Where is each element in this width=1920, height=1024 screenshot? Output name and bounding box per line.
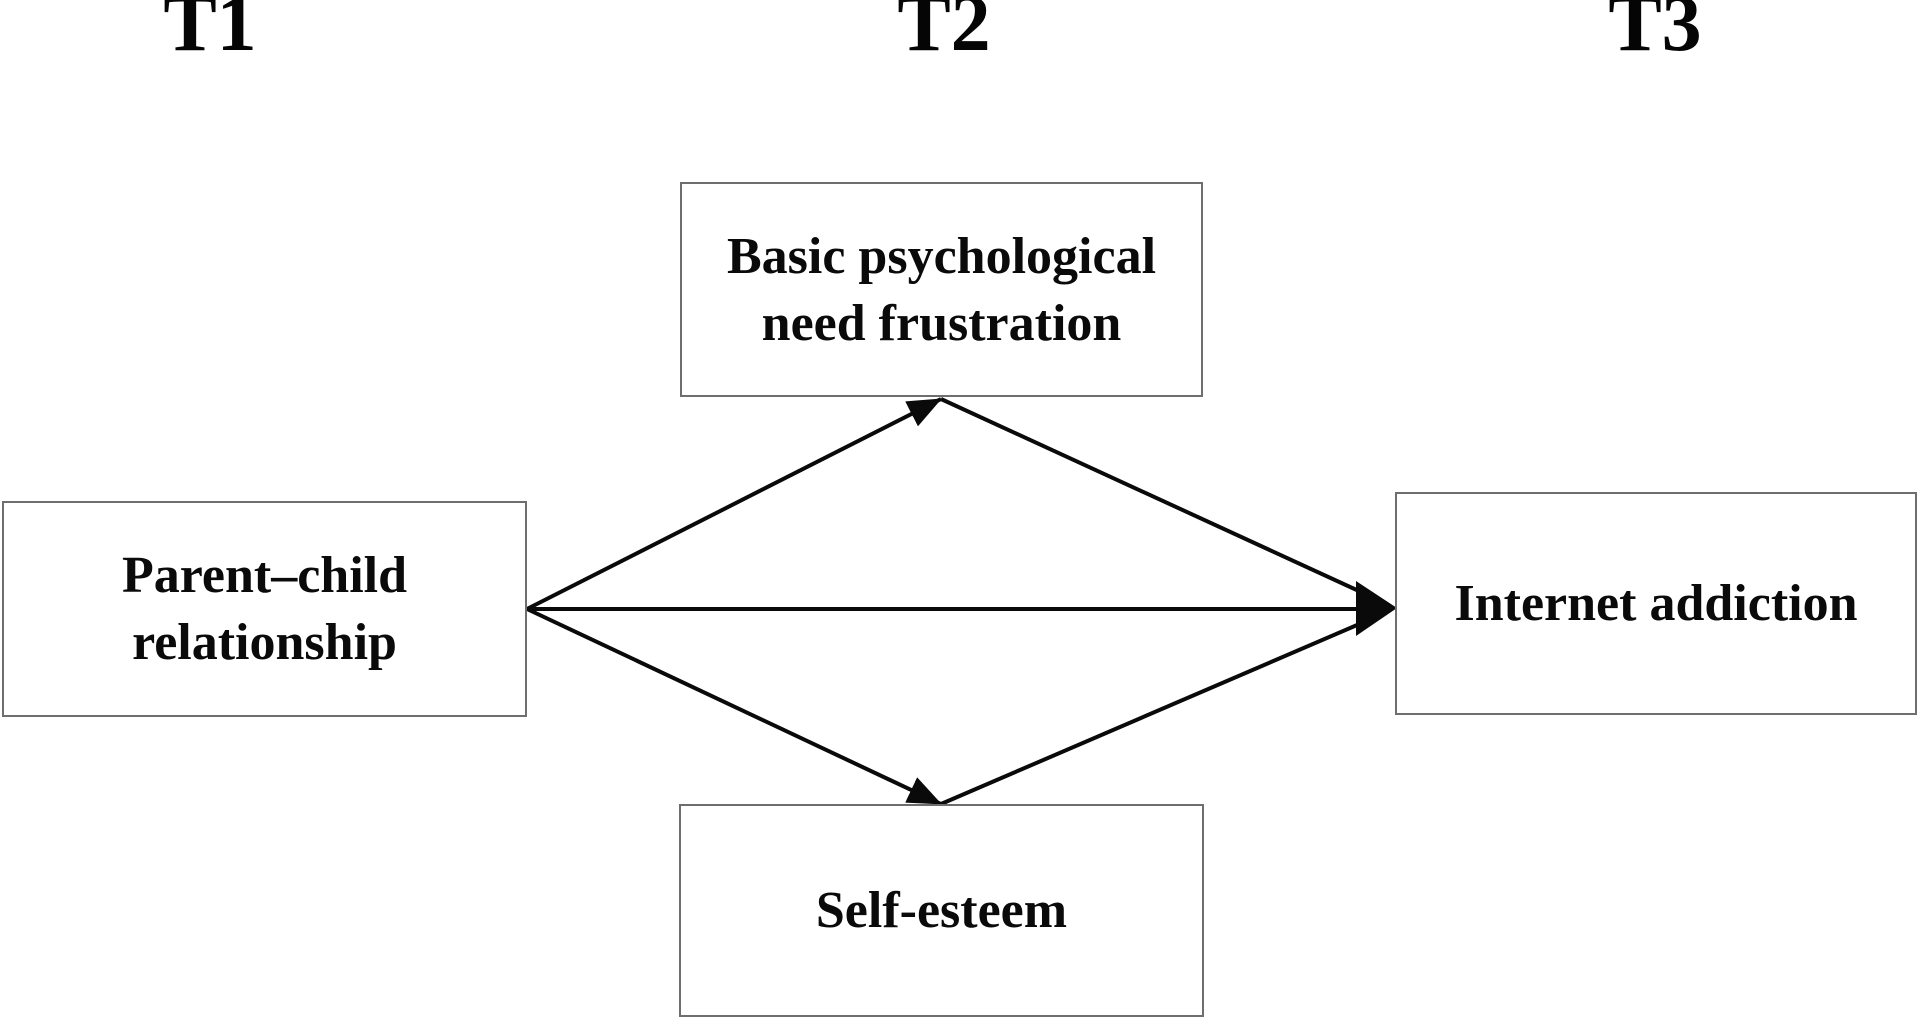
parent-child-relationship-box: Parent–child relationship <box>2 501 527 717</box>
time-label-t3: T3 <box>1608 0 1702 68</box>
node-label-line: Parent–child <box>121 547 408 604</box>
arrow-mediator-top-to-outcome <box>940 397 1386 605</box>
basic-psychological-need-frustration-box: Basic psychological need frustration <box>680 182 1203 397</box>
node-label-line: Basic psychological <box>726 227 1157 285</box>
arrow-predictor-to-mediator-bottom <box>526 607 942 806</box>
arrow-mediator-bottom-to-outcome <box>940 611 1386 806</box>
internet-addiction-box: Internet addiction <box>1395 492 1917 715</box>
convergence-arrowhead <box>1356 581 1397 636</box>
node-label-line: Self-esteem <box>815 882 1068 939</box>
self-esteem-box: Self-esteem <box>679 804 1204 1017</box>
node-label-line: relationship <box>132 614 397 671</box>
node-label-line: need frustration <box>761 294 1122 352</box>
arrow-predictor-to-mediator-top <box>526 397 942 611</box>
time-label-t1: T1 <box>163 0 257 68</box>
time-label-t2: T2 <box>897 0 991 68</box>
node-label-line: Internet addiction <box>1454 575 1858 632</box>
